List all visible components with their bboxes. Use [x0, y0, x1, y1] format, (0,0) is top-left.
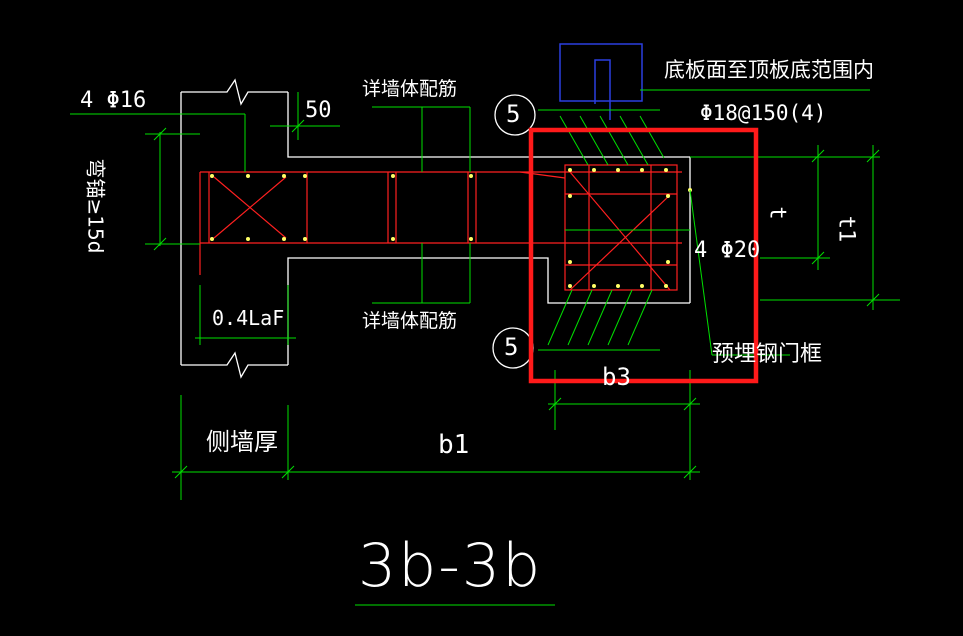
dim-t1-label: t1 — [833, 215, 859, 243]
embedded-frame-label: 预埋钢门框 — [712, 342, 823, 367]
wall-rebar-top-label: 详墙体配筋 — [362, 78, 458, 100]
highlight-box — [528, 127, 759, 384]
embedded-door-frame — [559, 43, 643, 120]
dim-b3-label: b3 — [602, 363, 631, 391]
rebar-4phi16-label: 4 Φ16 — [80, 88, 147, 113]
callout-circles — [492, 94, 536, 369]
range-note-label: 底板面至顶板底范围内 — [664, 58, 874, 82]
dim-b1-label: b1 — [438, 430, 470, 460]
rebar-lines — [199, 164, 682, 291]
dim-04laf-label: 0.4LaF — [212, 306, 285, 330]
rebar-4phi20-label: 4 Φ20 — [694, 238, 761, 263]
side-wall-thickness-label: 侧墙厚 — [206, 428, 278, 456]
dim-50-label: 50 — [305, 98, 332, 123]
dim-t-label: t — [764, 206, 790, 220]
wall-rebar-bottom-label: 详墙体配筋 — [362, 310, 458, 332]
callout-5-top: 5 — [506, 100, 521, 128]
callout-5-bottom: 5 — [504, 333, 519, 361]
dimension-lines — [70, 89, 900, 606]
stirrup-label: Φ18@150(4) — [700, 101, 827, 125]
anchor-15d-label: 弯锚≥15d — [83, 158, 108, 254]
rebar-dots — [210, 168, 692, 288]
section-title: 3b-3b — [358, 531, 543, 601]
